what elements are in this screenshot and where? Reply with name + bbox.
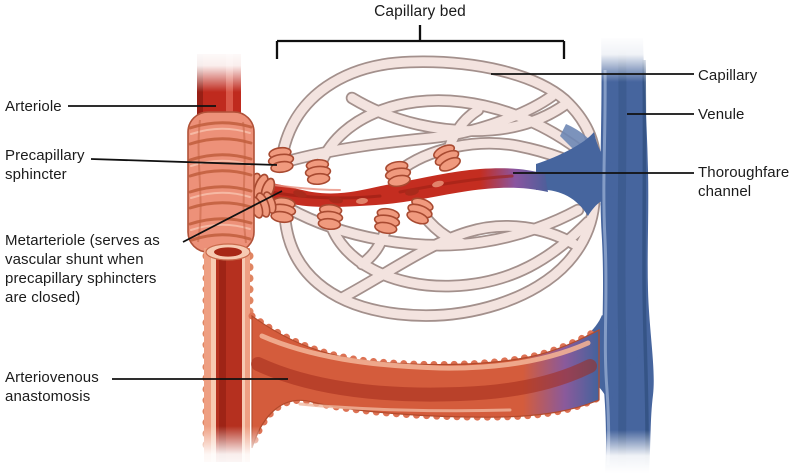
label-pointer-lines: [68, 73, 694, 380]
thoroughfare-channel-vessel: [242, 168, 548, 207]
capillary-bed-bracket: [275, 25, 566, 59]
thoroughfare-channel-label: Thoroughfare channel: [698, 164, 790, 200]
precapillary-sphincter-label: Precapillary sphincter: [5, 147, 85, 183]
smooth-muscle-wrap: [187, 111, 255, 253]
metarteriole-pointer: [182, 190, 283, 243]
precapillary-sphincter-pointer: [90, 158, 278, 166]
arteriole-label: Arteriole: [5, 98, 62, 115]
thoroughfare-junction: [536, 132, 614, 216]
venule-vessel: [536, 38, 654, 473]
venule-label: Venule: [698, 106, 745, 123]
arteriovenous-anastomosis-label: Arteriovenous anastomosis: [5, 369, 99, 405]
metarteriole-label: Metarteriole (serves as vascular shunt w…: [5, 232, 160, 306]
arteriovenous-anastomosis-vessel: [248, 312, 600, 450]
capillary-bed-title: Capillary bed: [374, 3, 466, 20]
capillary-label: Capillary: [698, 67, 758, 84]
